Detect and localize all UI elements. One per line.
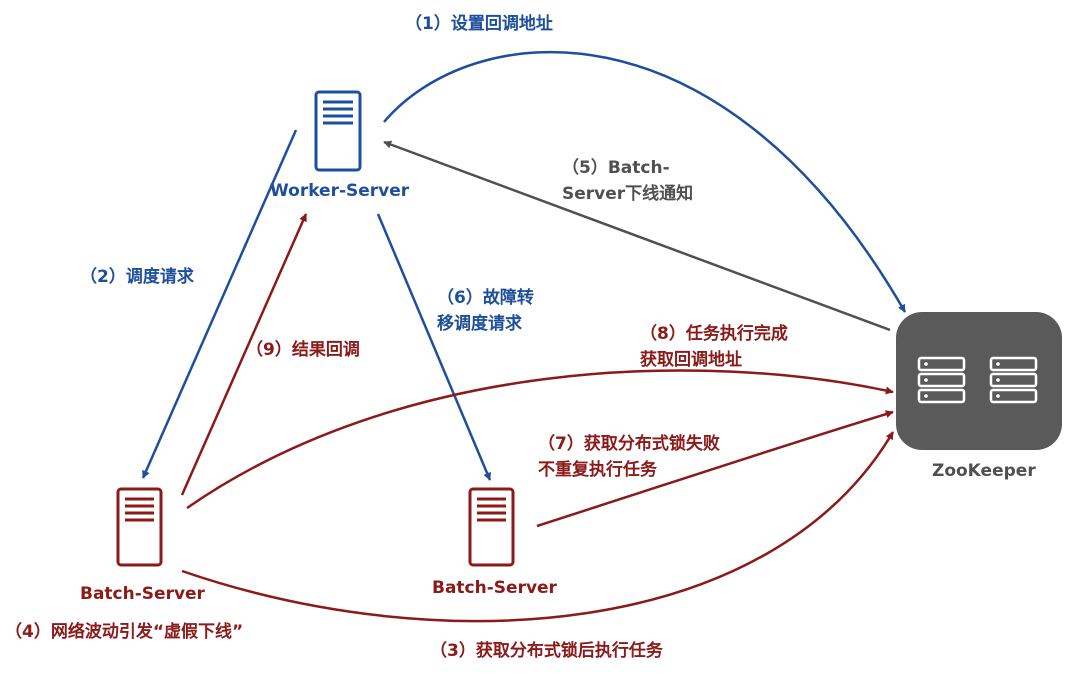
batch-server-mid-icon	[468, 487, 515, 567]
step-9-label: （9）结果回调	[246, 340, 360, 360]
step-6-label: （6）故障转 移调度请求	[437, 285, 534, 337]
arrow-step-3	[181, 431, 895, 623]
zookeeper-label: ZooKeeper	[932, 461, 1036, 481]
arrow-step-7	[536, 410, 894, 528]
step-5-line-2: Server下线通知	[562, 184, 694, 204]
step-1-label: （1）设置回调地址	[405, 14, 553, 34]
step-6-line-2: 移调度请求	[437, 314, 522, 334]
step-8-line-1: （8）任务执行完成	[640, 324, 788, 344]
worker-server-label: Worker-Server	[270, 181, 410, 201]
step-5-label: （5）Batch- Server下线通知	[562, 155, 693, 207]
zookeeper-icon	[896, 312, 1062, 450]
arrow-step-2	[141, 129, 298, 479]
step-7-line-2: 不重复执行任务	[538, 460, 657, 480]
step-6-line-1: （6）故障转	[437, 288, 534, 308]
arrow-step-8	[186, 369, 894, 510]
batch-server-left-icon	[116, 487, 163, 567]
step-7-line-1: （7）获取分布式锁失败	[538, 434, 720, 454]
arrow-step-9	[180, 213, 308, 496]
step-8-label: （8）任务执行完成 获取回调地址	[640, 321, 788, 373]
worker-server-icon	[314, 90, 362, 172]
arrow-step-1	[383, 50, 907, 313]
batch-server-left-label: Batch-Server	[80, 584, 205, 604]
step-7-label: （7）获取分布式锁失败 不重复执行任务	[538, 431, 720, 483]
arrow-step-6	[376, 213, 492, 481]
step-5-line-1: （5）Batch-	[562, 158, 670, 178]
step-8-line-2: 获取回调地址	[640, 350, 742, 370]
step-4-label: （4）网络波动引发“虚假下线”	[5, 622, 244, 642]
arrow-step-5	[383, 140, 891, 332]
batch-server-mid-label: Batch-Server	[432, 578, 557, 598]
step-3-label: （3）获取分布式锁后执行任务	[430, 641, 663, 661]
step-2-label: （2）调度请求	[80, 267, 194, 287]
